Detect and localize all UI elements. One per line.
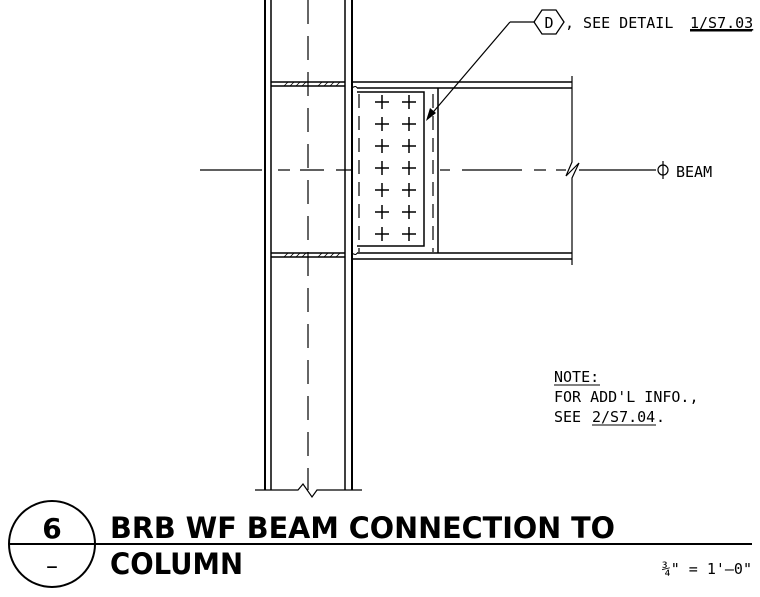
sheet-reference: – — [46, 552, 58, 580]
continuity-plates — [271, 81, 345, 258]
bolt — [402, 205, 416, 219]
detail-number: 6 — [42, 512, 61, 545]
callout-tag-letter: D — [544, 14, 553, 32]
column-break-line — [255, 483, 362, 499]
beam — [351, 76, 580, 265]
bolt — [375, 205, 389, 219]
bolt — [402, 117, 416, 131]
column — [255, 0, 362, 499]
bolt — [375, 183, 389, 197]
bolt — [375, 227, 389, 241]
drawing-scale: ¾" = 1'–0" — [662, 560, 752, 578]
bolt — [402, 161, 416, 175]
callout-hexagon-tag — [533, 9, 565, 35]
callout-arrowhead — [426, 108, 436, 121]
note-detail-ref: 2/S7.04 — [592, 408, 655, 426]
bolt — [402, 183, 416, 197]
detail-title-line-1: BRB WF BEAM CONNECTION TO — [110, 511, 615, 545]
beam-web-hidden-lines — [358, 94, 434, 252]
callout-leader-line — [428, 21, 511, 118]
callout-text: , SEE DETAIL — [565, 14, 682, 32]
bolt-pattern — [375, 95, 416, 241]
note-block: NOTE: FOR ADD'L INFO., SEE 2/S7.04 . — [554, 368, 699, 426]
beam-label: BEAM — [676, 163, 712, 181]
callout-detail-ref: 1/S7.03 — [690, 14, 753, 32]
note-line-1: FOR ADD'L INFO., — [554, 388, 699, 406]
bolt — [375, 161, 389, 175]
bolt — [402, 95, 416, 109]
centerline-symbol — [657, 161, 669, 179]
bolt — [375, 117, 389, 131]
note-heading: NOTE: — [554, 368, 599, 386]
bolt — [402, 139, 416, 153]
title-block: 6 – BRB WF BEAM CONNECTION TO COLUMN ¾" … — [8, 500, 752, 588]
note-line-2-suffix: . — [656, 408, 665, 426]
bolt — [402, 227, 416, 241]
detail-title-line-2: COLUMN — [110, 547, 243, 581]
detail-callout: D , SEE DETAIL 1/S7.03 — [426, 9, 753, 121]
shear-tab-plate — [357, 91, 425, 247]
beam-break-line — [565, 76, 580, 265]
bolt — [375, 139, 389, 153]
bolt — [375, 95, 389, 109]
note-line-2-prefix: SEE — [554, 408, 590, 426]
